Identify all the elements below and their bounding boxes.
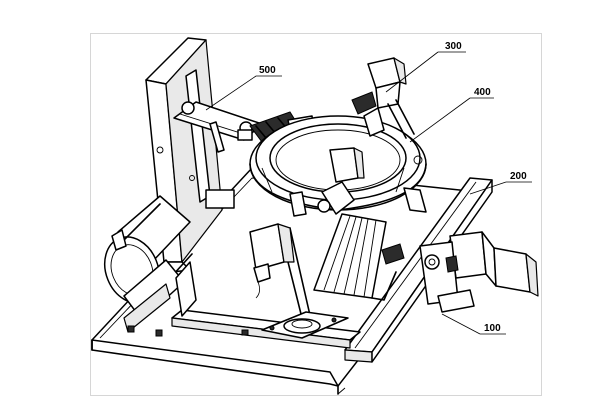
lamp-holder-300 <box>351 57 415 139</box>
reference-labels: 300 400 500 200 100 <box>259 41 527 334</box>
figure-frame <box>90 33 542 396</box>
leader-lines <box>205 51 532 335</box>
label-300: 300 <box>445 41 462 52</box>
right-motor <box>419 231 539 313</box>
light-cone <box>313 213 405 301</box>
label-500: 500 <box>259 65 276 76</box>
ring-assembly-400 <box>249 115 427 215</box>
label-400: 400 <box>474 87 491 98</box>
motor <box>103 195 197 337</box>
label-200: 200 <box>510 171 527 182</box>
front-support <box>241 191 349 339</box>
label-100: 100 <box>484 323 501 334</box>
